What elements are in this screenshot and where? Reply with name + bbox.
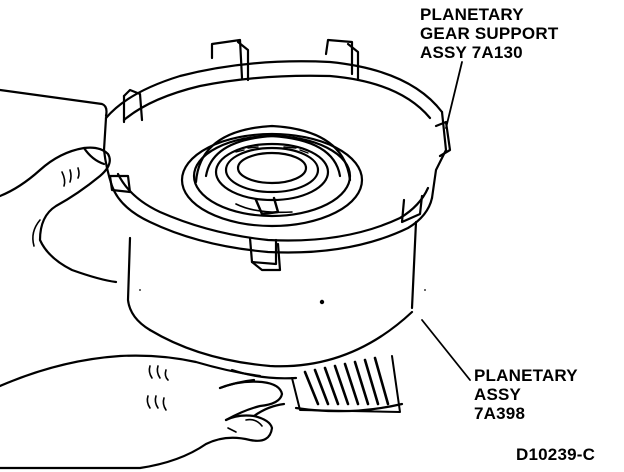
support-inner-bore — [180, 124, 364, 228]
label-support-line-1: PLANETARY — [420, 5, 524, 24]
label-planetary-line-2: ASSY — [474, 385, 522, 404]
leader-lines — [421, 61, 471, 381]
planetary-gear-teeth — [291, 355, 404, 413]
label-planetary-line-1: PLANETARY — [474, 366, 578, 385]
support-outer-rim — [102, 60, 448, 254]
leader-support — [445, 61, 463, 129]
support-tabs — [108, 38, 452, 272]
label-planetary-assy: PLANETARY ASSY 7A398 — [474, 366, 578, 423]
label-support-line-2: GEAR SUPPORT — [420, 24, 559, 43]
label-planetary-line-3: 7A398 — [474, 404, 526, 423]
label-planetary-gear-support: PLANETARY GEAR SUPPORT ASSY 7A130 — [420, 5, 558, 62]
label-support-line-3: ASSY 7A130 — [420, 43, 523, 62]
right-hand-lower — [0, 354, 286, 470]
leader-planetary — [421, 319, 471, 381]
figure-code: D10239-C — [516, 445, 596, 464]
left-hand-upper — [0, 88, 118, 284]
